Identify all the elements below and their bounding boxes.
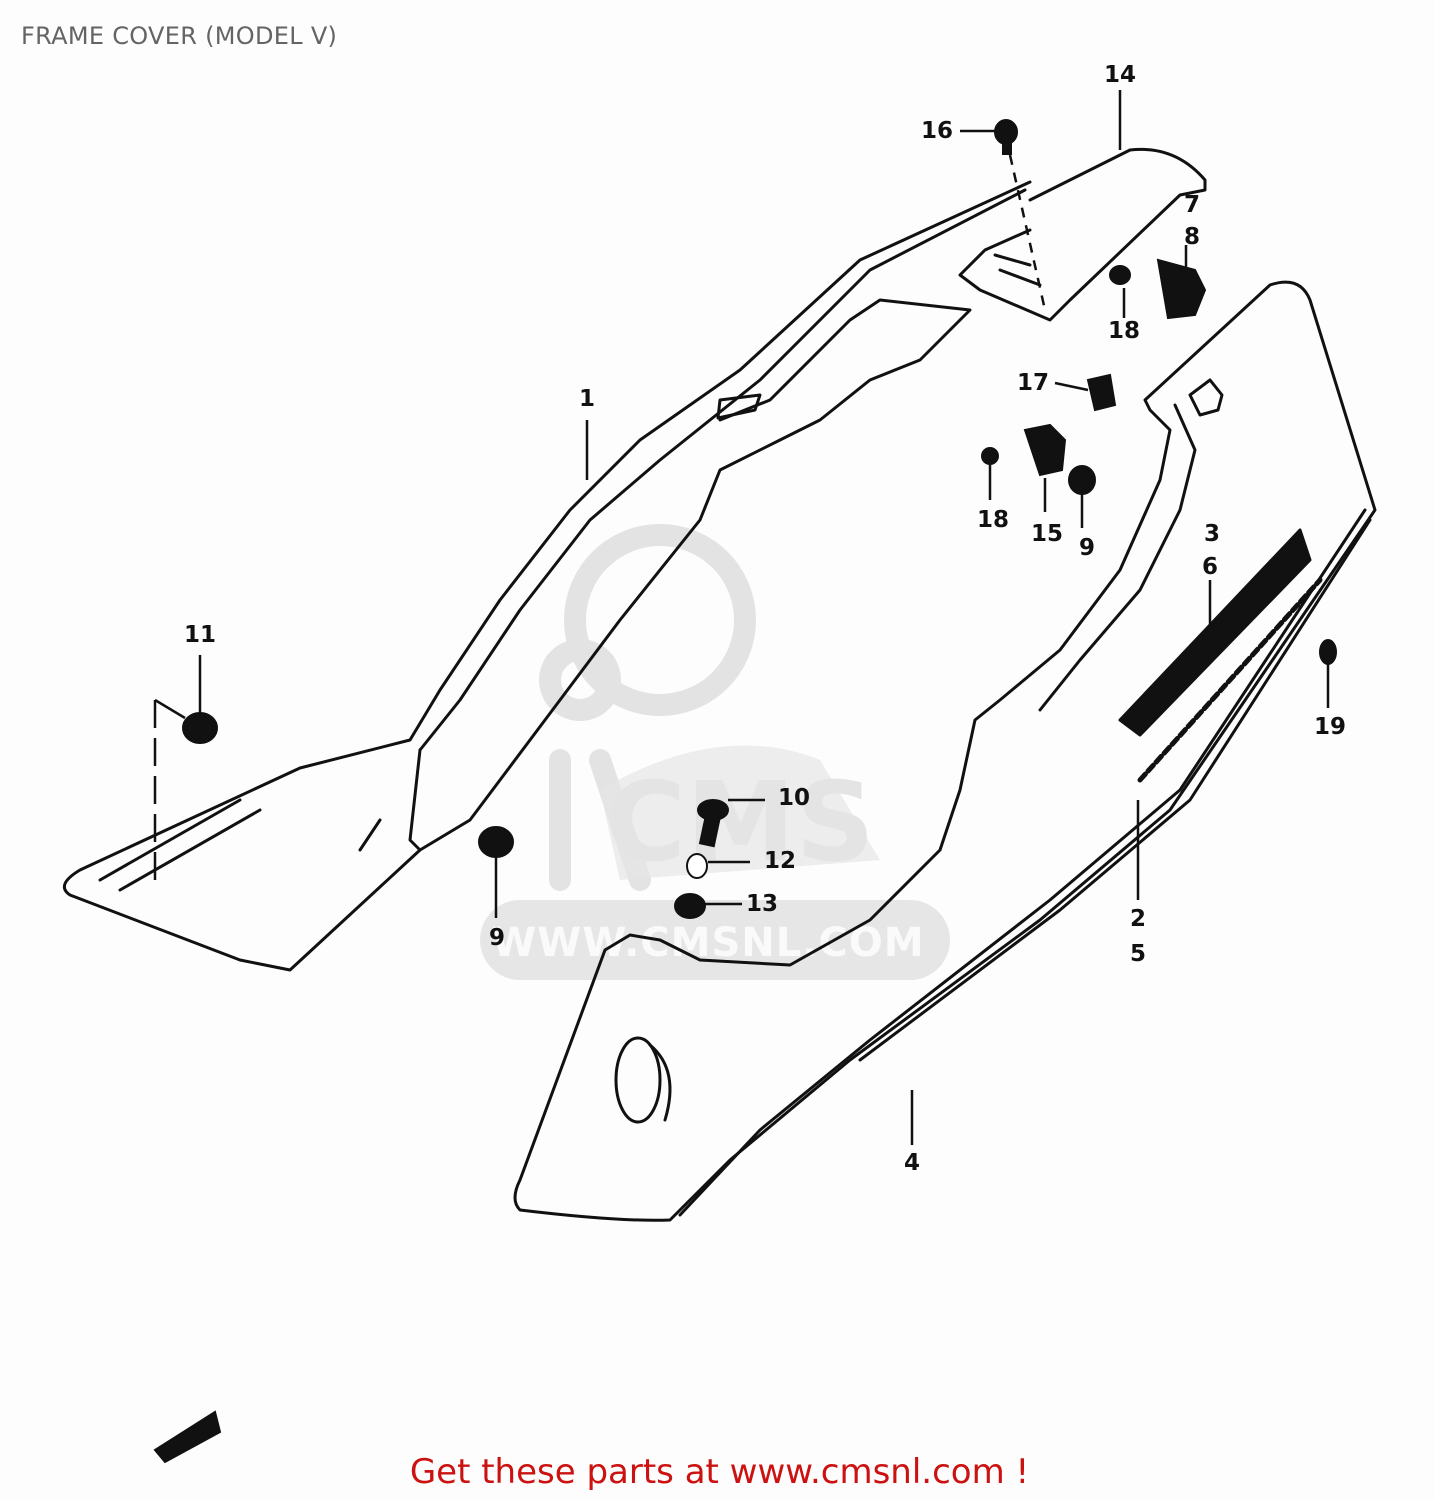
callout-7[interactable]: 7 xyxy=(1183,192,1201,218)
callout-3[interactable]: 3 xyxy=(1203,521,1221,547)
callout-18a[interactable]: 18 xyxy=(1107,318,1141,344)
callout-9b[interactable]: 9 xyxy=(488,925,506,951)
cushion-9a xyxy=(1068,465,1096,495)
cushion-9b xyxy=(478,826,514,858)
callout-9a[interactable]: 9 xyxy=(1078,535,1096,561)
callout-4[interactable]: 4 xyxy=(903,1150,921,1176)
callout-16[interactable]: 16 xyxy=(920,118,954,144)
bracket-8 xyxy=(1156,258,1207,320)
nut-clip-17 xyxy=(1086,373,1117,412)
watermark-url: WWW.CMSNL.COM xyxy=(492,920,925,966)
screw-19 xyxy=(1319,639,1337,665)
callout-14[interactable]: 14 xyxy=(1103,62,1137,88)
watermark-cms: CMS xyxy=(605,758,874,886)
clip-15 xyxy=(1023,423,1067,477)
callout-2[interactable]: 2 xyxy=(1129,906,1147,932)
screw-18a xyxy=(1109,265,1131,285)
callout-6[interactable]: 6 xyxy=(1201,554,1219,580)
page-title: FRAME COVER (MODEL V) xyxy=(21,22,338,50)
footer-parts-link[interactable]: Get these parts at www.cmsnl.com ! xyxy=(409,1452,1030,1492)
grommet-13 xyxy=(674,893,706,919)
small-plate xyxy=(153,1410,222,1464)
callout-12[interactable]: 12 xyxy=(763,848,797,874)
frame-cover-right-part xyxy=(513,280,1377,1222)
callout-17[interactable]: 17 xyxy=(1016,370,1050,396)
callout-13[interactable]: 13 xyxy=(745,891,779,917)
spacer-12 xyxy=(686,853,708,879)
cushion-11 xyxy=(182,712,218,744)
callout-10[interactable]: 10 xyxy=(777,785,811,811)
emblem-part xyxy=(1118,528,1323,783)
callout-15[interactable]: 15 xyxy=(1030,521,1064,547)
callout-1[interactable]: 1 xyxy=(578,386,596,412)
callout-5[interactable]: 5 xyxy=(1129,941,1147,967)
callout-19[interactable]: 19 xyxy=(1313,714,1347,740)
callout-18b[interactable]: 18 xyxy=(976,507,1010,533)
callout-11[interactable]: 11 xyxy=(183,622,217,648)
frame-cover-left-part xyxy=(62,180,1032,972)
screw-18b xyxy=(981,447,999,465)
tail-cover-part xyxy=(958,147,1207,322)
callout-8[interactable]: 8 xyxy=(1183,224,1201,250)
